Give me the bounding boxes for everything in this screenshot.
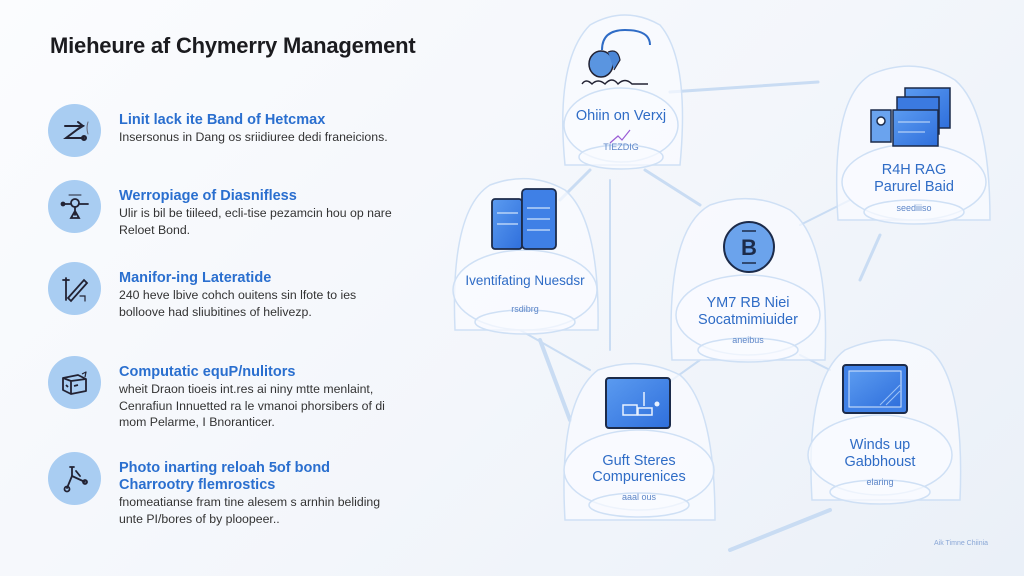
node-label: Gabbhoust (844, 454, 916, 470)
node-label: Ohiin on Verxj (575, 108, 667, 124)
node-sublabel: aaal ous (621, 492, 657, 502)
tablet-docs-icon (491, 188, 557, 250)
connector-line (538, 338, 572, 422)
cloud-person-icon (581, 28, 651, 144)
connector-line (728, 508, 832, 552)
node-label: Iventifating Nuesdsr (465, 273, 585, 288)
feature-description: fnomeatianse fram tine alesem s arnhin b… (119, 495, 381, 509)
feature-heading: Werropiage of Diasnifless (119, 188, 297, 204)
connector-lines (519, 80, 882, 552)
footnote: Aik Timne Chiinia (934, 540, 989, 547)
box-package-icon (48, 356, 101, 409)
svg-text:B: B (741, 235, 757, 260)
pen-ruler-icon (48, 262, 101, 315)
feature-item: Manifor-ing Lateratide 240 heve lbive co… (48, 262, 428, 320)
feature-heading: Linit lack ite Band of Hetcmax (119, 112, 326, 128)
connector-line (858, 233, 882, 282)
node-label: Parurel Baid (874, 179, 954, 195)
feature-description: wheit Draon tioeis int.res ai niny mtte … (119, 382, 374, 396)
connector-line (519, 329, 591, 371)
key-node-icon (48, 180, 101, 233)
node-sublabel: TIEZDIG (603, 142, 639, 152)
node-sublabel: aneibus (732, 335, 764, 345)
bitcoin-coin-icon: B (723, 221, 775, 273)
feature-item: Photo inarting reloah 5of bond Charrootr… (48, 452, 428, 527)
feature-description: Reloet Bond. (119, 222, 191, 237)
screen-display-icon (842, 364, 908, 414)
connector-line (643, 168, 702, 207)
feature-description: unte PI/bores of by ploopeer.. (119, 511, 280, 526)
page-title: Mieheure af Chymerry Management (50, 33, 416, 58)
node-shells (452, 14, 991, 521)
feature-item: Computatic equP/nulitors wheit Draon tio… (48, 356, 428, 431)
feature-heading: Photo inarting reloah 5of bond Charrootr… (119, 460, 331, 493)
feature-description: mom Pelarme, I Bnoranticer. (119, 415, 275, 429)
node-label: Compurenices (592, 469, 686, 485)
connection-arrows-icon (48, 104, 101, 157)
connector-line (668, 80, 820, 94)
node-label: Guft Steres (602, 453, 676, 469)
node-label: Winds up (849, 437, 911, 453)
node-sublabel: elaring (866, 477, 894, 487)
node-sublabel: rsdibrg (511, 304, 539, 314)
node-label: Socatmimiuider (698, 312, 798, 328)
feature-item: Linit lack ite Band of Hetcmax Insersonu… (48, 104, 428, 157)
feature-description: Insersonus in Dang os sriidiuree dedi fr… (119, 130, 388, 144)
feature-description: Cenrafiun Innuetted ra le vmanoi phorsib… (119, 398, 385, 413)
node-label: R4H RAG (881, 162, 947, 178)
node-sublabel: seediiiso (896, 203, 932, 213)
feature-description: bolloove had sliubitines of helivezp. (119, 304, 312, 319)
feature-description: 240 heve lbive cohch ouitens sin lfote t… (119, 288, 357, 302)
feature-item: Werropiage of Diasnifless Ulir is bil be… (48, 180, 428, 238)
monitor-chart-icon (605, 377, 671, 429)
node-label: YM7 RB Niei (706, 295, 790, 311)
feature-description: Ulir is bil be tiileed, ecli-tise pezamc… (119, 206, 392, 220)
feature-heading: Manifor-ing Lateratide (119, 270, 272, 286)
feature-heading: Computatic equP/nulitors (119, 364, 296, 380)
windows-stack-icon (870, 87, 951, 147)
tools-link-icon (48, 452, 101, 505)
